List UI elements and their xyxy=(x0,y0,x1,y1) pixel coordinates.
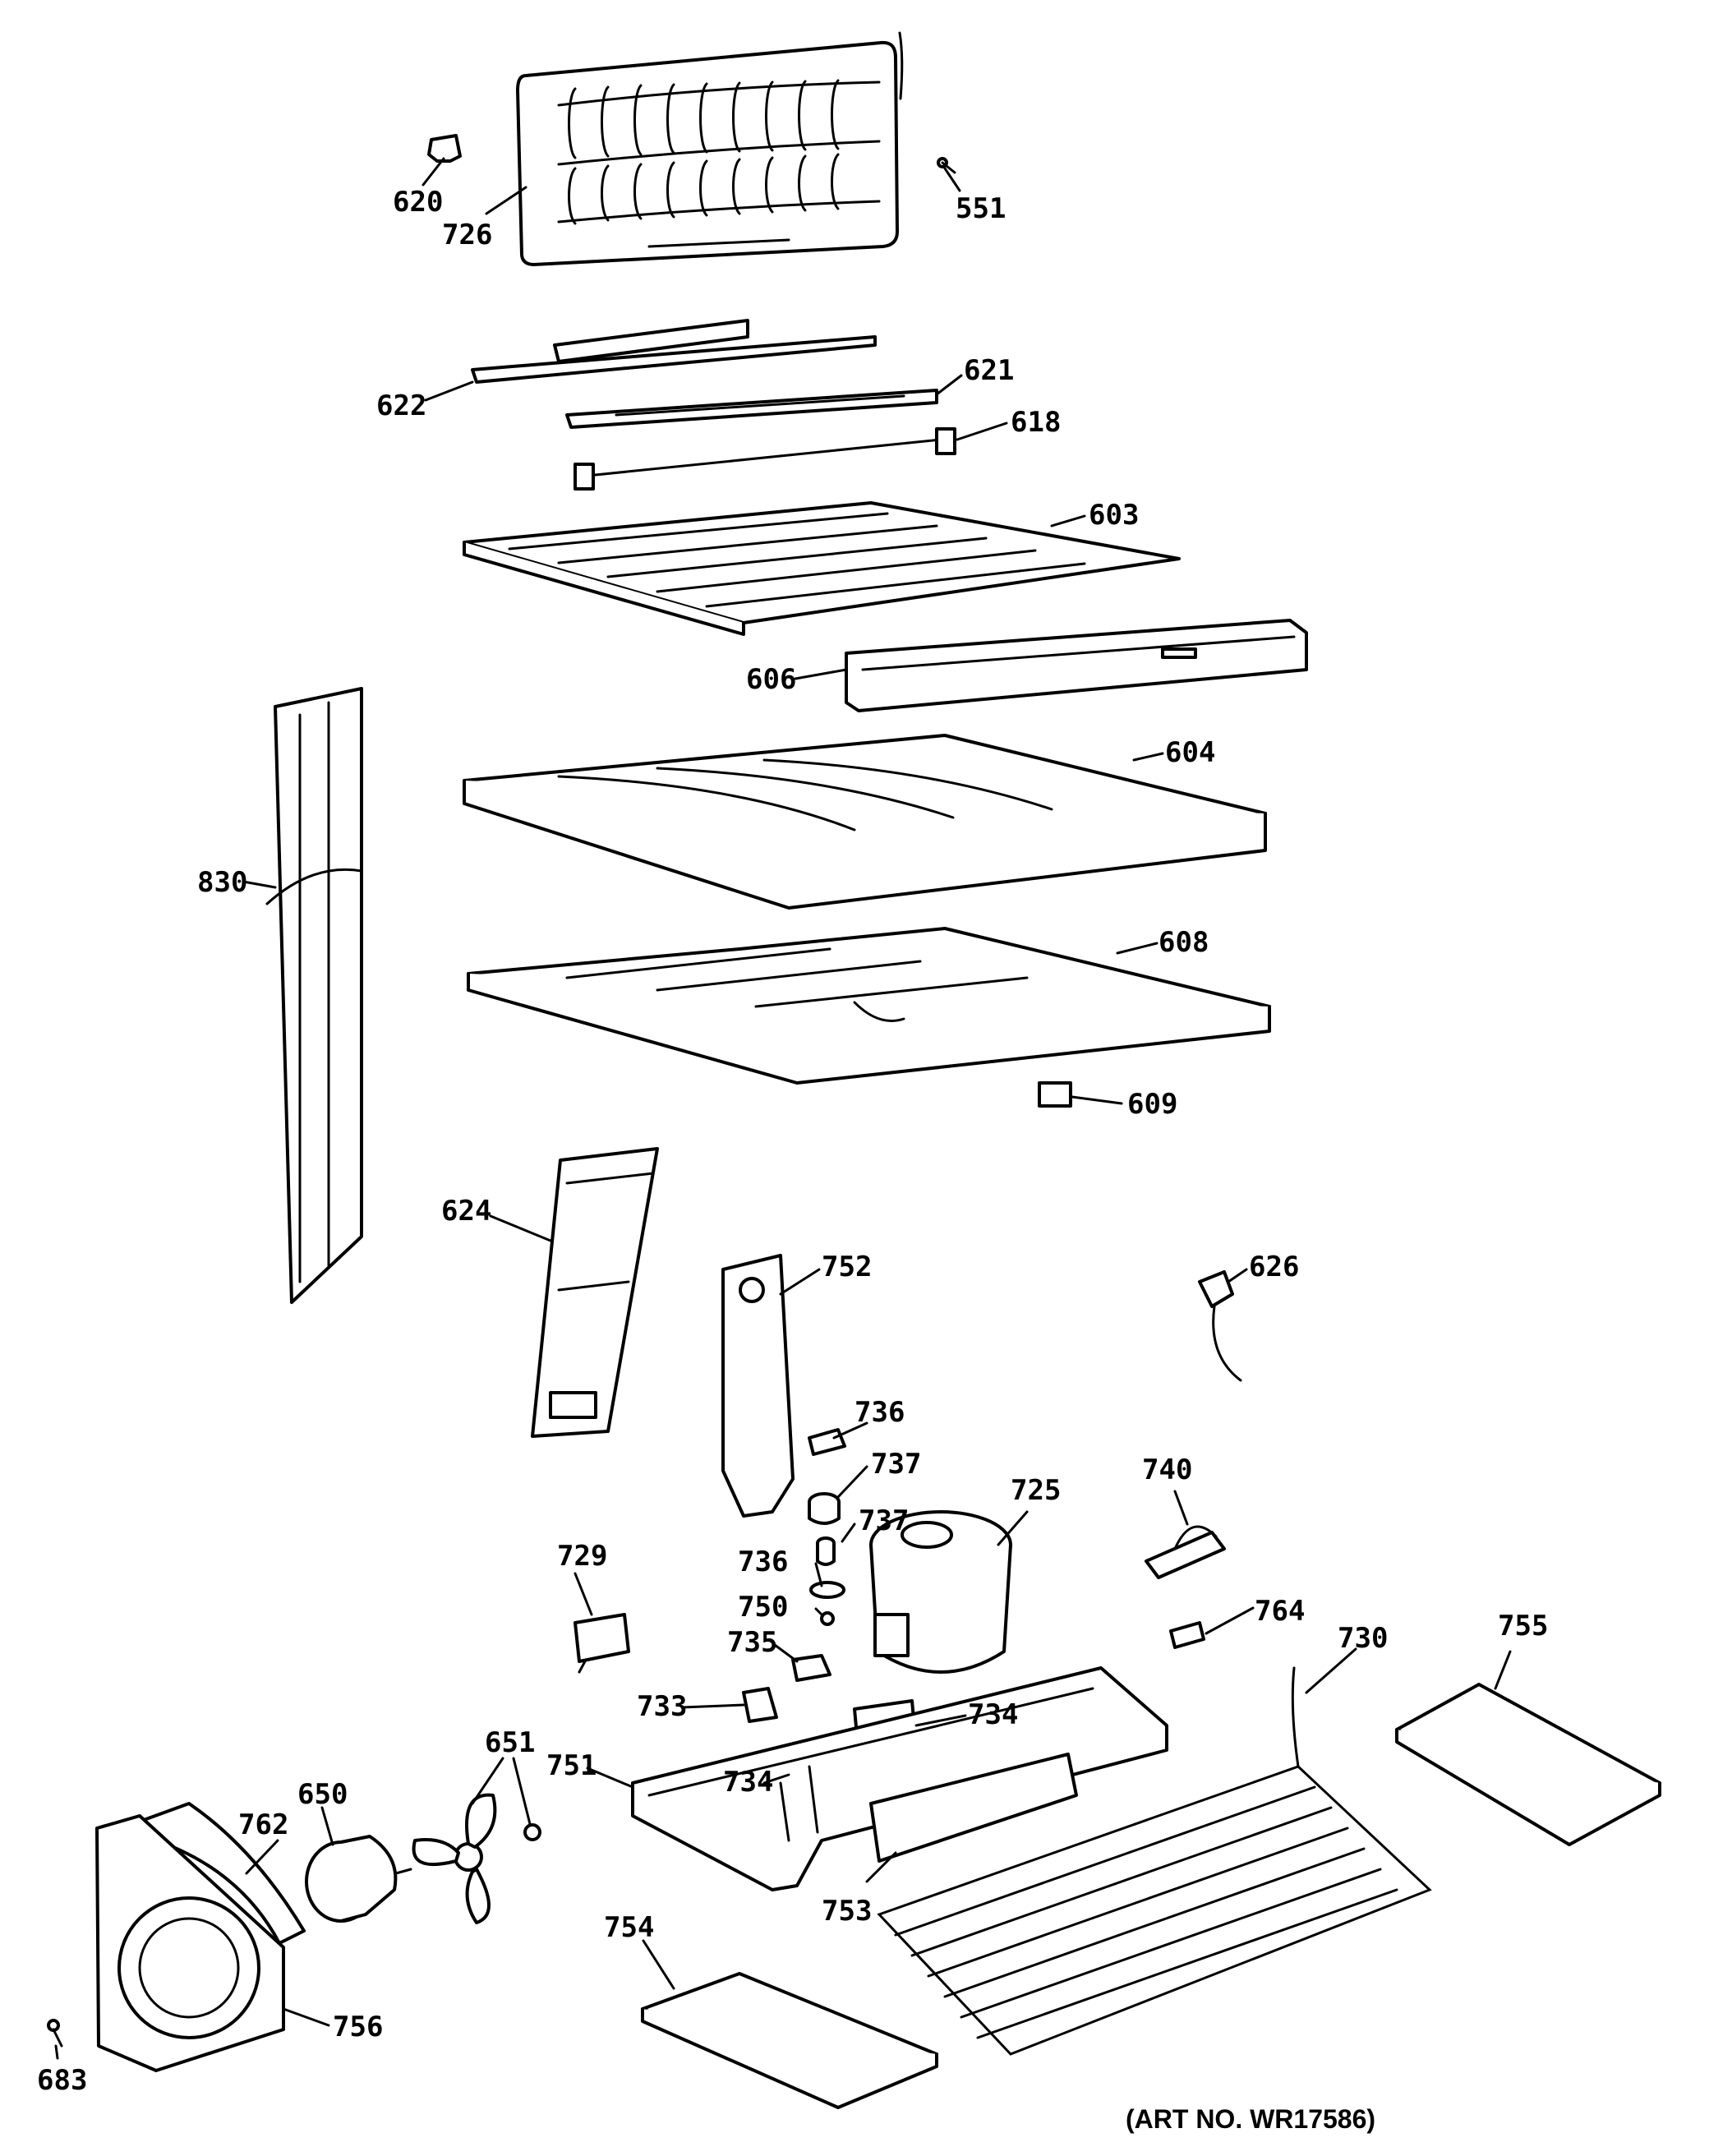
callout-754: 754 xyxy=(604,1911,654,1944)
gasket-762 xyxy=(142,1802,306,1945)
callout-651: 651 xyxy=(485,1726,535,1759)
callout-750: 750 xyxy=(738,1591,788,1624)
channel-830 xyxy=(265,687,363,1304)
callout-624: 624 xyxy=(441,1195,491,1228)
callout-621: 621 xyxy=(964,354,1014,387)
callout-683: 683 xyxy=(37,2064,87,2097)
callout-737-b: 737 xyxy=(859,1504,909,1537)
callout-551: 551 xyxy=(956,192,1006,225)
callout-751: 751 xyxy=(546,1749,597,1782)
part-622 xyxy=(471,319,877,384)
callout-608: 608 xyxy=(1159,926,1209,959)
part-620 xyxy=(427,134,462,163)
callout-734-b: 734 xyxy=(723,1766,773,1799)
art-number: (ART NO. WR17586) xyxy=(1126,2104,1375,2134)
callout-729: 729 xyxy=(557,1540,607,1573)
callout-609: 609 xyxy=(1127,1088,1177,1121)
callout-604: 604 xyxy=(1165,736,1215,769)
part-618 xyxy=(574,427,956,491)
part-764 xyxy=(1169,1621,1205,1649)
callout-736-a: 736 xyxy=(854,1396,905,1429)
panel-754 xyxy=(641,1972,938,2109)
fan-blade-651 xyxy=(412,1793,541,1924)
callout-740: 740 xyxy=(1142,1453,1192,1486)
callout-755: 755 xyxy=(1498,1610,1548,1642)
callout-753: 753 xyxy=(822,1895,872,1928)
part-733 xyxy=(742,1687,778,1723)
cord-626 xyxy=(1198,1270,1242,1382)
callout-726: 726 xyxy=(442,219,492,251)
callout-650: 650 xyxy=(297,1778,348,1811)
callout-736-b: 736 xyxy=(738,1546,788,1578)
callout-730: 730 xyxy=(1338,1622,1388,1655)
callout-762: 762 xyxy=(238,1808,288,1841)
bracket-752 xyxy=(721,1254,795,1518)
base-751 xyxy=(631,1666,1168,1891)
shelf-608 xyxy=(467,927,1271,1085)
callout-606: 606 xyxy=(746,663,796,696)
callout-622: 622 xyxy=(376,389,426,422)
callout-756: 756 xyxy=(333,2011,383,2043)
callout-735: 735 xyxy=(727,1626,777,1659)
callout-626: 626 xyxy=(1249,1251,1299,1283)
callout-737-a: 737 xyxy=(871,1448,921,1481)
shroud-756 xyxy=(95,1814,285,2072)
leader-lines xyxy=(54,157,1512,2060)
callout-618: 618 xyxy=(1011,406,1061,439)
panel-755 xyxy=(1395,1683,1661,1846)
callout-734-a: 734 xyxy=(968,1698,1018,1731)
part-740 xyxy=(1145,1525,1226,1579)
part-621 xyxy=(565,389,938,429)
cover-753 xyxy=(869,1753,1078,1863)
callout-620: 620 xyxy=(393,186,443,219)
condenser-730 xyxy=(877,1666,1432,2056)
callout-764: 764 xyxy=(1255,1595,1305,1628)
fan-motor-650 xyxy=(305,1835,412,1923)
part-551 xyxy=(937,157,956,174)
callout-603: 603 xyxy=(1089,499,1139,532)
callout-labels: 620 726 551 622 621 618 603 606 604 830 … xyxy=(37,186,1548,2134)
part-609 xyxy=(1038,1081,1072,1108)
part-735 xyxy=(791,1654,831,1682)
relay-729 xyxy=(574,1613,630,1674)
compressor-725 xyxy=(869,1510,1012,1674)
small-hardware xyxy=(808,1428,846,1626)
evaporator-726 xyxy=(516,31,904,266)
callout-725: 725 xyxy=(1011,1474,1061,1507)
shelf-604 xyxy=(463,734,1267,910)
screw-683 xyxy=(47,2019,63,2048)
callout-733: 733 xyxy=(637,1690,687,1723)
shelf-603 xyxy=(463,501,1181,636)
rail-606 xyxy=(845,619,1308,712)
duct-624 xyxy=(531,1147,659,1438)
callout-752: 752 xyxy=(822,1251,872,1283)
callout-830: 830 xyxy=(197,866,247,899)
